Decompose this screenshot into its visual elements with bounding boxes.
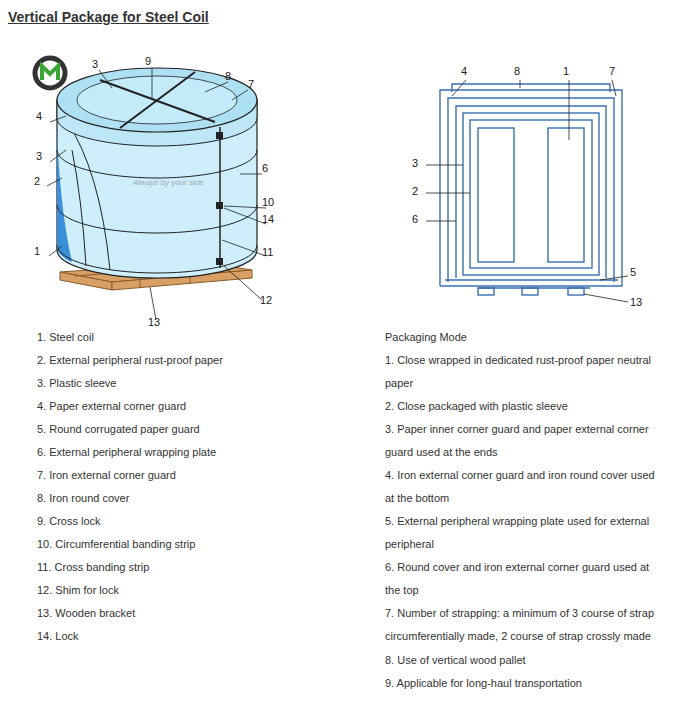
callout-number: 3 [36, 150, 42, 163]
part-name: 11. Cross banding strip [37, 556, 149, 579]
callout-number: 10 [262, 196, 274, 209]
callout-number: 2 [34, 175, 40, 188]
packaging-step: 9. Applicable for long-haul transportati… [385, 672, 657, 695]
packaging-step: 8. Use of vertical wood pallet [385, 649, 657, 672]
callout-number: 14 [262, 213, 274, 226]
callout-number: 3 [412, 157, 418, 170]
title: Vertical Package for Steel Coil [8, 8, 209, 26]
packaging-step: 4. Iron external corner guard and iron r… [385, 464, 657, 510]
part-name: 14. Lock [37, 625, 79, 648]
part-name: 5. Round corrugated paper guard [37, 418, 200, 441]
callout-number: 9 [145, 55, 151, 68]
part-name: 2. External peripheral rust-proof paper [37, 349, 223, 372]
callout-number: 3 [92, 58, 98, 71]
packaging-step: 1. Close wrapped in dedicated rust-proof… [385, 349, 657, 395]
callout-number: 13 [630, 296, 642, 309]
callout-number: 1 [563, 65, 569, 78]
callout-number: 7 [248, 78, 254, 91]
callout-number: 8 [225, 70, 231, 83]
leader-lines-right [426, 80, 628, 302]
part-name: 3. Plastic sleeve [37, 372, 116, 395]
watermark: Always by your side [133, 178, 204, 188]
section-view [440, 84, 622, 295]
callout-number: 1 [34, 245, 40, 258]
list-heading: Packaging Mode [385, 326, 467, 349]
part-name: 1. Steel coil [37, 326, 94, 349]
part-name: 13. Wooden bracket [37, 602, 135, 625]
callout-number: 4 [36, 110, 42, 123]
leader-lines [47, 68, 266, 320]
callout-number: 6 [262, 162, 268, 175]
packaging-step: 6. Round cover and iron external corner … [385, 556, 657, 602]
packaging-step: 3. Paper inner corner guard and paper ex… [385, 418, 657, 464]
callout-number: 5 [630, 266, 636, 279]
logo [35, 58, 65, 88]
part-name: 6. External peripheral wrapping plate [37, 441, 216, 464]
part-name: 12. Shim for lock [37, 579, 119, 602]
steel-coil-package [57, 68, 257, 278]
part-name: 7. Iron external corner guard [37, 464, 176, 487]
callout-number: 4 [461, 65, 467, 78]
part-name: 10. Circumferential banding strip [37, 533, 195, 556]
callout-number: 11 [262, 246, 273, 259]
packaging-step: 2. Close packaged with plastic sleeve [385, 395, 657, 418]
callout-number: 7 [609, 65, 615, 78]
part-name: 9. Cross lock [37, 510, 101, 533]
callout-number: 6 [412, 213, 418, 226]
part-name: 8. Iron round cover [37, 487, 129, 510]
callout-number: 12 [260, 294, 272, 307]
callout-number: 2 [412, 185, 418, 198]
callout-number: 13 [148, 316, 160, 329]
packaging-step: 5. External peripheral wrapping plate us… [385, 510, 657, 556]
packaging-step: 7. Number of strapping: a minimum of 3 c… [385, 602, 657, 648]
callout-number: 8 [514, 65, 520, 78]
part-name: 4. Paper external corner guard [37, 395, 186, 418]
